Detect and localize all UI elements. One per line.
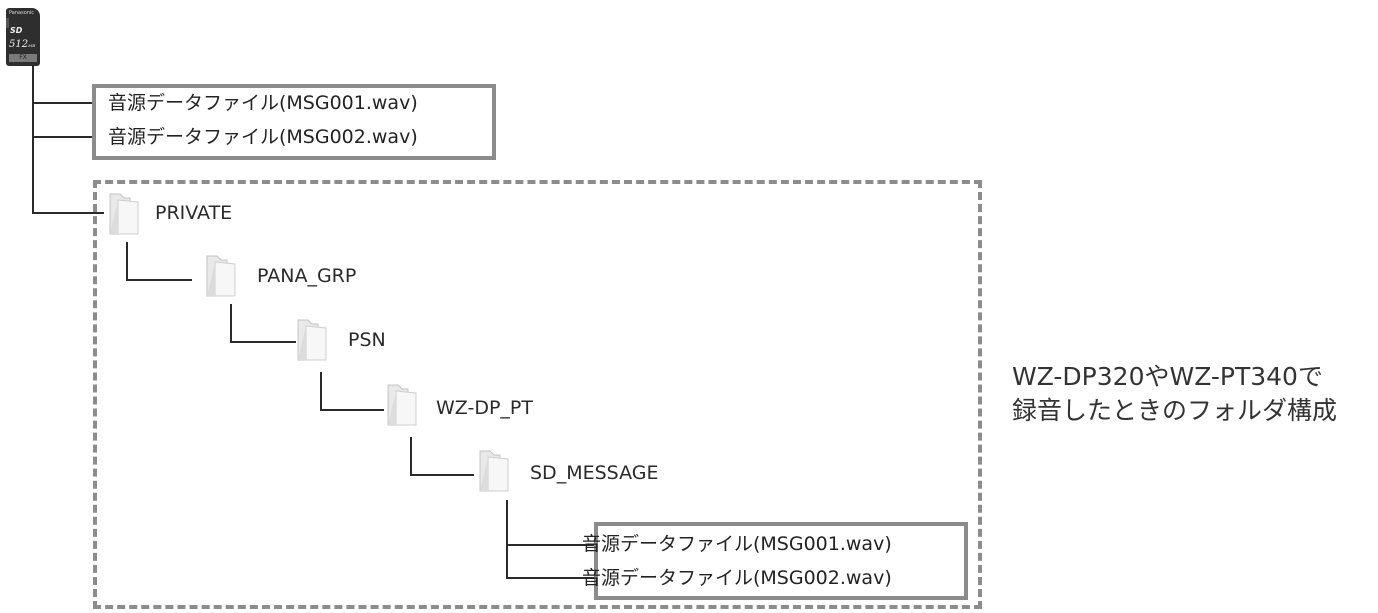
root-branch-file1 [32, 102, 94, 104]
tree-line-to-sd-message [410, 474, 474, 476]
sd-card-logo: SD [10, 26, 23, 35]
folder-wz-dp-pt-label[interactable]: WZ-DP_PT [436, 397, 533, 419]
tree-line-to-msg-file1 [506, 544, 596, 546]
folder-icon[interactable] [205, 252, 239, 298]
root-branch-file2 [32, 136, 94, 138]
tree-line-to-wz-dp-pt [320, 409, 384, 411]
caption-line-2: 録音したときのフォルダ構成 [1012, 396, 1338, 425]
folder-psn-label[interactable]: PSN [348, 329, 386, 351]
tree-line-to-msg-file2 [506, 577, 596, 579]
folder-icon[interactable] [296, 316, 330, 362]
root-file-1[interactable]: 音源データファイル(MSG001.wav) [108, 92, 418, 114]
caption-line-1: WZ-DP320やWZ-PT340で [1012, 362, 1323, 391]
sd-card-capacity: 512MB [9, 39, 36, 50]
folder-icon[interactable] [108, 190, 142, 236]
tree-line-pana-grp-down [230, 304, 232, 342]
folder-sd-message-label[interactable]: SD_MESSAGE [530, 462, 659, 484]
folder-private-label[interactable]: PRIVATE [155, 202, 233, 224]
private-folder-area [93, 180, 982, 609]
root-tree-trunk [32, 66, 34, 213]
tree-line-to-pana-grp [126, 279, 192, 281]
sd-card-lock-tab [6, 18, 9, 28]
sd-card-band: FX [9, 54, 37, 62]
tree-line-wz-dp-pt-down [410, 437, 412, 475]
diagram-caption: WZ-DP320やWZ-PT340で 録音したときのフォルダ構成 [1012, 360, 1337, 428]
tree-line-private-down [126, 242, 128, 280]
root-files-box [92, 84, 496, 160]
message-file-2[interactable]: 音源データファイル(MSG002.wav) [582, 567, 892, 589]
message-file-1[interactable]: 音源データファイル(MSG001.wav) [582, 533, 892, 555]
tree-line-psn-down [320, 372, 322, 410]
folder-pana-grp-label[interactable]: PANA_GRP [257, 265, 357, 287]
tree-line-sd-message-down [506, 500, 508, 578]
sd-card-brand: Panasonic [9, 10, 35, 16]
sd-card-icon: Panasonic SD 512MB FX [6, 8, 40, 66]
root-branch-private [32, 212, 104, 214]
message-files-box [594, 522, 968, 600]
folder-icon[interactable] [386, 381, 420, 427]
folder-icon[interactable] [478, 447, 512, 493]
root-file-2[interactable]: 音源データファイル(MSG002.wav) [108, 126, 418, 148]
tree-line-to-psn [230, 341, 296, 343]
